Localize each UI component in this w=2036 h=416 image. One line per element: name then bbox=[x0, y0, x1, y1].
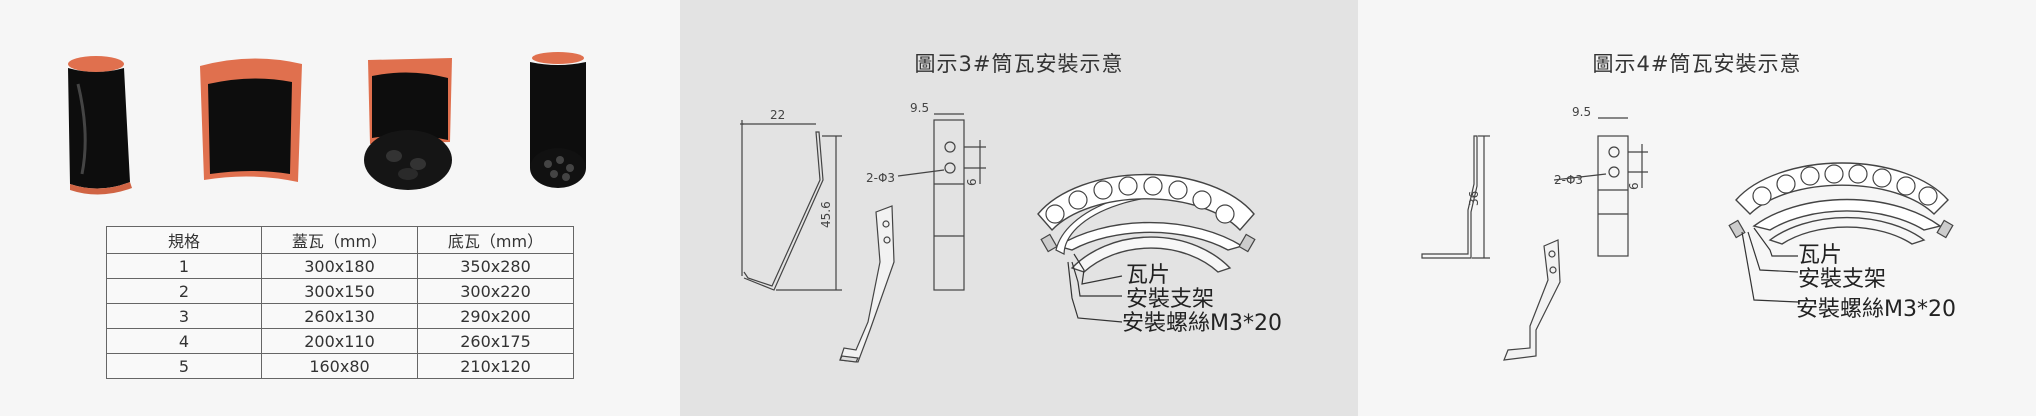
cell-bottom: 260x175 bbox=[417, 328, 574, 354]
cell-spec: 3 bbox=[106, 303, 262, 329]
dim-small-label: 6 bbox=[965, 178, 979, 186]
table-header-row: 規格 蓋瓦（mm） 底瓦（mm） bbox=[106, 226, 574, 254]
install-diagram-3: 22 45.6 9.5 2-Φ3 6 bbox=[740, 101, 1282, 363]
bracket-profile-drawing bbox=[1421, 135, 1490, 259]
cell-cover: 200x110 bbox=[261, 328, 418, 354]
install-diagram-4-panel: 圖示4#筒瓦安裝示意 36 9.5 2-Φ3 6 bbox=[1358, 0, 2036, 416]
assembly-drawing bbox=[1728, 162, 1954, 303]
callout-bracket: 安裝支架 bbox=[1798, 267, 1886, 292]
callout-tile: 瓦片 bbox=[1126, 263, 1170, 288]
hole-label: 2-Φ3 bbox=[1554, 173, 1583, 187]
tile-spec-panel: 規格 蓋瓦（mm） 底瓦（mm） 1 300x180 350x280 2 300… bbox=[0, 0, 680, 416]
hole-label: 2-Φ3 bbox=[866, 171, 895, 185]
table-row: 5 160x80 210x120 bbox=[106, 353, 574, 379]
end-tile-photo bbox=[360, 56, 458, 196]
cell-spec: 2 bbox=[106, 278, 262, 304]
table-row: 2 300x150 300x220 bbox=[106, 278, 574, 304]
cell-spec: 1 bbox=[106, 253, 262, 279]
cell-spec: 4 bbox=[106, 328, 262, 354]
dim-height-label: 36 bbox=[1467, 191, 1481, 206]
dim-width-label: 9.5 bbox=[910, 101, 929, 115]
bracket-front-drawing bbox=[897, 113, 986, 291]
install-diagram-3-panel: 圖示3#筒瓦安裝示意 22 45.6 9.5 2-Φ3 bbox=[680, 0, 1358, 416]
cell-cover: 300x150 bbox=[261, 278, 418, 304]
callout-tile: 瓦片 bbox=[1798, 243, 1842, 268]
header-spec: 規格 bbox=[106, 226, 262, 254]
table-row: 3 260x130 290x200 bbox=[106, 303, 574, 329]
callout-bracket: 安裝支架 bbox=[1126, 287, 1214, 312]
dim-width-label: 9.5 bbox=[1572, 105, 1591, 119]
table-row: 1 300x180 350x280 bbox=[106, 253, 574, 279]
dim-height-label: 45.6 bbox=[819, 201, 833, 228]
dim-small-label: 6 bbox=[1627, 182, 1641, 190]
cell-bottom: 300x220 bbox=[417, 278, 574, 304]
cell-cover: 260x130 bbox=[261, 303, 418, 329]
callout-screw: 安裝螺絲M3*20 bbox=[1796, 297, 1956, 322]
cell-cover: 300x180 bbox=[261, 253, 418, 279]
bracket-3d-drawing bbox=[839, 205, 895, 363]
rolled-tile-photo bbox=[520, 50, 592, 190]
cell-bottom: 350x280 bbox=[417, 253, 574, 279]
bracket-3d-drawing bbox=[1503, 239, 1561, 361]
cell-spec: 5 bbox=[106, 353, 262, 379]
assembly-drawing bbox=[1037, 173, 1256, 323]
header-cover-tile: 蓋瓦（mm） bbox=[261, 226, 418, 254]
install-diagram-4: 36 9.5 2-Φ3 6 bbox=[1421, 105, 1956, 361]
cell-bottom: 210x120 bbox=[417, 353, 574, 379]
spec-table: 規格 蓋瓦（mm） 底瓦（mm） 1 300x180 350x280 2 300… bbox=[106, 226, 574, 379]
callout-screw: 安裝螺絲M3*20 bbox=[1122, 311, 1282, 336]
bracket-profile-drawing bbox=[740, 120, 842, 291]
bracket-front-drawing bbox=[1553, 117, 1648, 257]
header-bottom-tile: 底瓦（mm） bbox=[417, 226, 574, 254]
pan-tile-photo bbox=[198, 58, 306, 186]
diagram-title: 圖示4#筒瓦安裝示意 bbox=[1592, 52, 1802, 76]
dim-top-label: 22 bbox=[770, 108, 785, 122]
table-row: 4 200x110 260x175 bbox=[106, 328, 574, 354]
cell-cover: 160x80 bbox=[261, 353, 418, 379]
cylinder-tile-photo bbox=[60, 54, 138, 200]
cell-bottom: 290x200 bbox=[417, 303, 574, 329]
diagram-title: 圖示3#筒瓦安裝示意 bbox=[914, 52, 1124, 76]
